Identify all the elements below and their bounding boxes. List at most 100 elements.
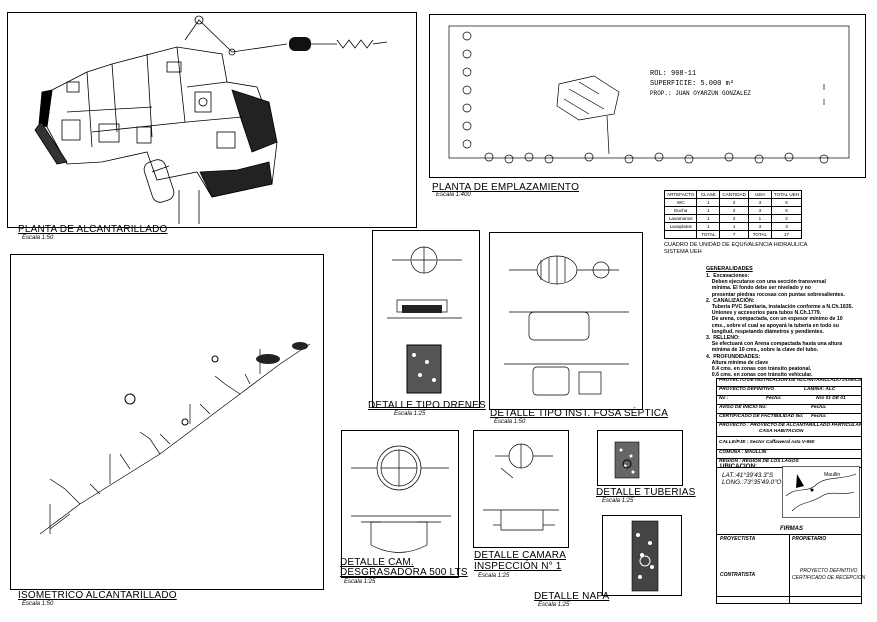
tb-no: No : Fecha: Nro 01 DE 01: [716, 396, 862, 405]
table-cell: Lavaplatos: [663, 222, 698, 231]
isometrico-scale: Escala 1:50: [22, 601, 54, 607]
tuberias-frame: [597, 430, 683, 486]
table-cell: 1: [696, 198, 721, 207]
tb-no-text: No :: [719, 396, 729, 401]
table-cell: 1: [696, 222, 721, 231]
tuberias-title: DETALLE TUBERIAS: [596, 487, 696, 498]
location-map: [782, 466, 860, 518]
tb-firmas: FIRMAS: [780, 526, 803, 532]
tb-aviso: AVISO DE INICIO No: Fecha:: [716, 405, 862, 414]
tb-tipo: PROYECTO DEFINITIVO LAMINA: ALC: [716, 387, 862, 396]
ueh-header-cell: CANTIDAD: [719, 190, 749, 199]
ueh-header-cell: TOTAL UEH: [770, 190, 803, 199]
table-cell: Lavamanos: [663, 214, 698, 223]
table-cell: 1: [696, 214, 721, 223]
table-cell: 3: [747, 198, 772, 207]
tuberias-scale: Escala 1:25: [602, 498, 634, 504]
isometrico-frame: [10, 254, 324, 590]
drenes-scale: Escala 1:25: [394, 411, 426, 417]
napa-scale: Escala 1:25: [538, 602, 570, 608]
desgrasadora-frame: [341, 430, 459, 578]
table-cell: 2: [719, 198, 749, 207]
tb-lamina: LAMINA: ALC: [804, 387, 836, 392]
tb-fecha3: Fecha:: [811, 414, 827, 419]
tb-calle: CALLE/PJE : Sector Caffaweral ruta V-950: [716, 437, 862, 450]
tb-contratista: CONTRATISTA: [720, 572, 756, 578]
table-cell: 3: [747, 222, 772, 231]
ueh-table: ARTEFACTO CLASE CANTIDAD UEH TOTAL UEH W…: [663, 190, 803, 239]
emplazamiento-title: PLANTA DE EMPLAZAMIENTO: [432, 182, 580, 193]
tb-comuna: COMUNA : MAULLIN: [716, 450, 862, 459]
fosa-drawing: [504, 255, 629, 396]
napa-title: DETALLE NAPA: [534, 591, 610, 602]
ueh-header-cell: CLASE: [696, 190, 721, 199]
table-cell: Ducha: [663, 206, 698, 215]
tb-project: PROYECTO DE INSTALACION DE ALCANTARILLAD…: [716, 378, 862, 387]
table-cell: 17: [770, 230, 803, 239]
tb-fecha2: Fecha:: [811, 405, 827, 410]
table-cell: 3: [747, 206, 772, 215]
ueh-header-cell: ARTEFACTO: [663, 190, 698, 199]
camara-title-1: DETALLE CAMARA: [474, 550, 567, 561]
emplazamiento-rol: ROL: 908-11: [650, 70, 697, 78]
tb-proyecto-line2: CASA HABITACION: [759, 429, 804, 434]
drenes-drawing: [387, 246, 462, 394]
table-cell: [663, 230, 698, 239]
table-cell: 1: [719, 222, 749, 231]
tb-long: LONG.:73°35'49.0"O: [722, 479, 782, 486]
tb-proyecto-line1: PROYECTO : PROYECTO DE ALCANTARILLADO PA…: [719, 423, 862, 428]
tb-lat: LAT.:41°39'43.3"S: [722, 472, 774, 479]
camara-scale: Escala 1:25: [478, 573, 510, 579]
drenes-title: DETALLE TIPO DRENES: [368, 400, 486, 411]
emplazamiento-propietario: PROP.: JUAN OYARZUN GONZALEZ: [650, 90, 751, 97]
tb-proyecto: PROYECTO : PROYECTO DE ALCANTARILLADO PA…: [716, 423, 862, 437]
tb-tipo-text: PROYECTO DEFINITIVO: [719, 387, 775, 392]
isometrico-title: ISOMETRICO ALCANTARILLADO: [18, 590, 177, 601]
emplazamiento-frame: [429, 14, 866, 178]
fosa-frame: [489, 232, 643, 410]
napa-drawing: [631, 520, 659, 592]
drenes-frame: [372, 230, 480, 408]
table-cell: 6: [770, 198, 803, 207]
desgrasadora-title-1: DETALLE CAM.: [340, 557, 414, 568]
table-cell: 2: [719, 214, 749, 223]
planta-alcantarillado-drawing: [34, 15, 388, 224]
table-cell: 7: [719, 230, 749, 239]
tb-map-label: Maullín: [824, 472, 841, 478]
ueh-header-row: ARTEFACTO CLASE CANTIDAD UEH TOTAL UEH: [663, 190, 803, 199]
planta-alcantarillado-frame: [7, 12, 417, 228]
fosa-title: DETALLE TIPO INST. FOSA SÉPTICA: [490, 408, 669, 419]
tb-fecha1: Fecha:: [766, 396, 782, 401]
table-cell: WC: [663, 198, 698, 207]
table-cell: 6: [770, 206, 803, 215]
camara-drawing: [483, 443, 559, 531]
tb-propietario: PROPIETARIO: [792, 536, 827, 542]
tuberias-drawing: [614, 441, 640, 479]
isometrico-drawing: [39, 342, 311, 535]
tb-cert-rec: CERTIFICADO DE RECEPCION: [792, 575, 866, 581]
emplazamiento-scale: Escala 1:400: [436, 192, 471, 198]
desgrasadora-drawing: [351, 445, 451, 553]
tb-def: PROYECTO DEFINITIVO: [800, 568, 858, 574]
desgrasadora-title-2: DESGRASADORA 500 LTS: [340, 567, 468, 578]
desgrasadora-scale: Escala 1:25: [344, 579, 376, 585]
tb-aviso-text: AVISO DE INICIO No:: [719, 405, 767, 410]
generalidades-text: 1. Excavaciones: Deben ejecutarse con un…: [706, 273, 853, 379]
table-cell: TOTAL: [747, 230, 772, 239]
tb-lam-no: Nro 01 DE 01: [816, 396, 846, 401]
napa-frame: [602, 515, 682, 596]
fosa-scale: Escala 1:50: [494, 419, 526, 425]
table-cell: 2: [719, 206, 749, 215]
table-cell: TOTAL: [696, 230, 721, 239]
camara-title-2: INSPECCIÓN N° 1: [474, 561, 562, 572]
camara-frame: [473, 430, 569, 548]
generalidades-title: GENERALIDADES: [706, 266, 753, 272]
ueh-header-cell: UEH: [747, 190, 772, 199]
planta-alcantarillado-title: PLANTA DE ALCANTARILLADO: [18, 224, 168, 235]
tb-proyectista: PROYECTISTA: [720, 536, 756, 542]
